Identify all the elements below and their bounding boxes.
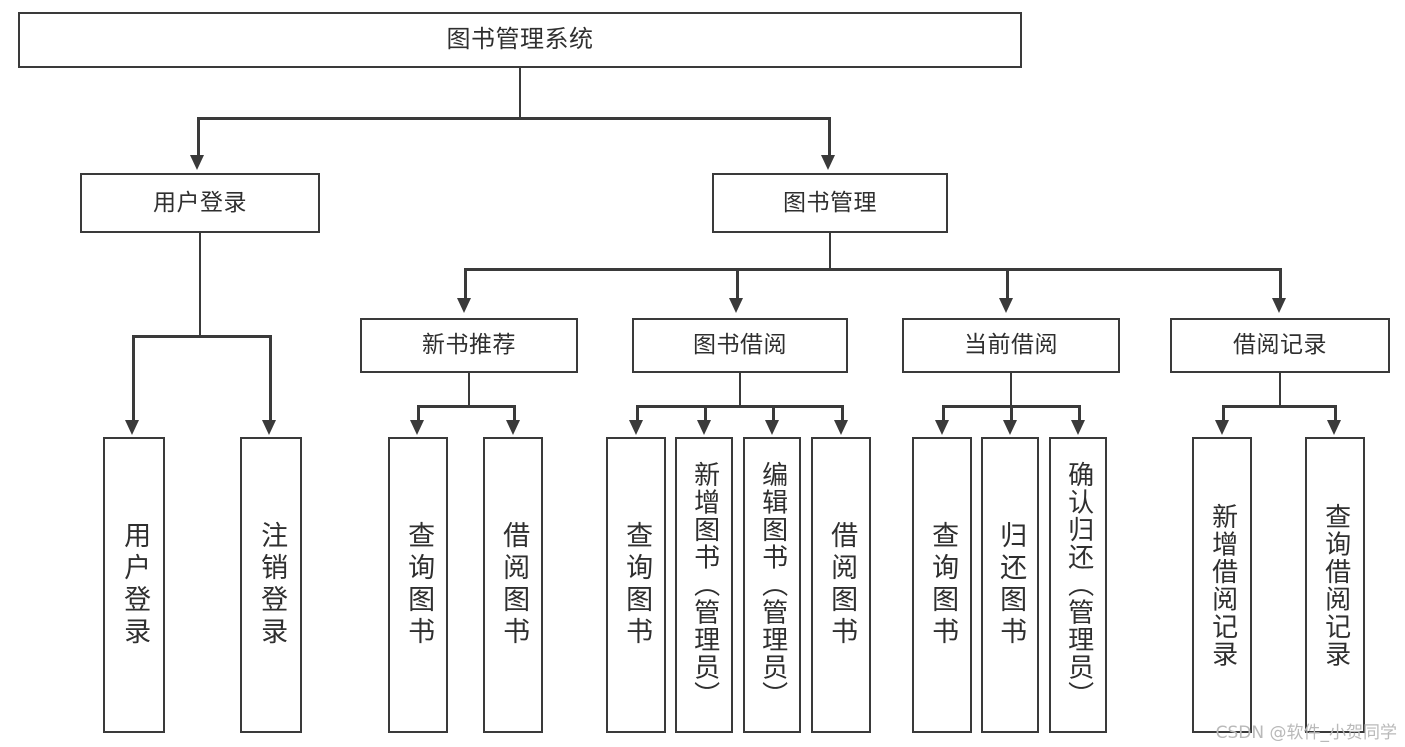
node-label: 归还图书 [995,521,1027,649]
arrowhead-leaf-6 [697,420,711,435]
leaf-return-book[interactable]: 归还图书 [981,437,1039,733]
node-label: 图书管理 [783,189,877,216]
arrowhead-leaf-8 [834,420,848,435]
node-label: 图书管理系统 [446,25,594,54]
node-label: 查询图书 [621,521,653,649]
connector-drop-leaf-5 [636,405,639,422]
leaf-add-book-admin[interactable]: 新增图书（管理员） [675,437,733,733]
connector-drop-leaf-1 [132,335,135,422]
node-label: 用户登录 [119,521,151,649]
arrowhead-borrow-record [1272,298,1286,313]
arrowhead-user-login [190,155,204,170]
connector-drop-leaf-6 [704,405,707,422]
leaf-user-login[interactable]: 用户登录 [103,437,165,733]
connector-borrow-stem [738,373,741,405]
node-label: 用户登录 [153,189,247,216]
node-label: 查询图书 [927,521,959,649]
connector-borrow-bus [637,405,843,408]
leaf-query-book-current[interactable]: 查询图书 [912,437,972,733]
leaf-confirm-return-admin[interactable]: 确认归还（管理员） [1049,437,1107,733]
connector-borrow-record-stem [1278,373,1281,405]
connector-root-stem [518,68,521,117]
node-label: 编辑图书（管理员） [757,461,788,709]
arrowhead-leaf-9 [935,420,949,435]
arrowhead-leaf-1 [125,420,139,435]
node-new-book-recommend[interactable]: 新书推荐 [360,318,578,373]
leaf-query-borrow-record[interactable]: 查询借阅记录 [1305,437,1365,733]
connector-level2-bus [198,117,830,120]
connector-current-borrow-stem [1009,373,1012,405]
node-label: 注销登录 [256,521,288,649]
connector-new-books-stem [467,373,470,405]
node-label: 当前借阅 [964,332,1058,359]
node-label: 新增图书（管理员） [689,461,720,709]
connector-drop-leaf-7 [772,405,775,422]
connector-book-mgmt-stem [828,233,831,268]
leaf-borrow-book[interactable]: 借阅图书 [811,437,871,733]
watermark: CSDN @软件_小贺同学 [1215,723,1397,743]
connector-drop-new-books [464,268,467,300]
node-label: 查询图书 [403,521,435,649]
connector-user-login-stem [198,233,201,335]
connector-drop-leaf-13 [1334,405,1337,422]
arrowhead-leaf-4 [506,420,520,435]
arrowhead-leaf-12 [1215,420,1229,435]
node-borrow-record[interactable]: 借阅记录 [1170,318,1390,373]
node-current-borrow[interactable]: 当前借阅 [902,318,1120,373]
leaf-logout[interactable]: 注销登录 [240,437,302,733]
arrowhead-current-borrow [999,298,1013,313]
connector-new-books-bus [418,405,516,408]
connector-level3-bus [465,268,1281,271]
arrowhead-leaf-5 [629,420,643,435]
node-label: 借阅记录 [1233,332,1327,359]
arrowhead-leaf-2 [262,420,276,435]
node-label: 借阅图书 [498,521,530,649]
arrowhead-leaf-7 [765,420,779,435]
arrowhead-leaf-3 [410,420,424,435]
connector-drop-leaf-10 [1010,405,1013,422]
connector-drop-leaf-3 [417,405,420,422]
arrowhead-borrow [729,298,743,313]
arrowhead-book-mgmt [821,155,835,170]
connector-drop-leaf-9 [942,405,945,422]
node-book-borrow[interactable]: 图书借阅 [632,318,848,373]
connector-drop-borrow-record [1279,268,1282,300]
arrowhead-leaf-11 [1071,420,1085,435]
arrowhead-leaf-13 [1327,420,1341,435]
connector-drop-borrow [736,268,739,300]
leaf-query-book-new[interactable]: 查询图书 [388,437,448,733]
node-label: 新书推荐 [422,332,516,359]
node-label: 借阅图书 [826,521,858,649]
node-book-management[interactable]: 图书管理 [712,173,948,233]
connector-drop-leaf-2 [269,335,272,422]
arrowhead-leaf-10 [1003,420,1017,435]
node-label: 新增借阅记录 [1207,502,1238,668]
node-label: 图书借阅 [693,332,787,359]
connector-drop-leaf-12 [1222,405,1225,422]
arrowhead-new-books [457,298,471,313]
connector-drop-current-borrow [1006,268,1009,300]
connector-drop-book-mgmt [828,117,831,157]
node-user-login[interactable]: 用户登录 [80,173,320,233]
node-label: 确认归还（管理员） [1063,461,1094,709]
connector-drop-leaf-8 [841,405,844,422]
node-label: 查询借阅记录 [1320,502,1351,668]
leaf-borrow-book-new[interactable]: 借阅图书 [483,437,543,733]
connector-borrow-record-bus [1223,405,1336,408]
leaf-query-book-borrow[interactable]: 查询图书 [606,437,666,733]
connector-drop-leaf-4 [513,405,516,422]
leaf-add-borrow-record[interactable]: 新增借阅记录 [1192,437,1252,733]
leaf-edit-book-admin[interactable]: 编辑图书（管理员） [743,437,801,733]
connector-user-login-bus [133,335,271,338]
connector-drop-user-login [197,117,200,157]
connector-drop-leaf-11 [1078,405,1081,422]
node-root-system[interactable]: 图书管理系统 [18,12,1022,68]
